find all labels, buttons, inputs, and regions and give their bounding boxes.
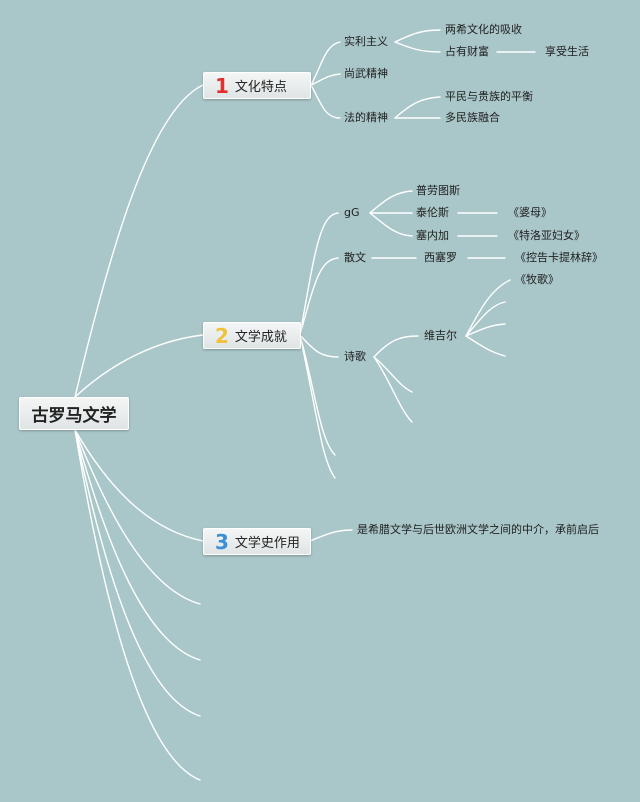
link-b2-child3 bbox=[299, 334, 339, 358]
link-root-empty-1 bbox=[74, 429, 201, 605]
link-b1-c1-g1 bbox=[394, 29, 441, 43]
link-b2-c1-g1 bbox=[369, 190, 413, 214]
link-b2-c3-g1-work bbox=[465, 279, 511, 337]
branch-number-3: 3 bbox=[215, 529, 229, 554]
link-root-empty-3 bbox=[74, 429, 201, 717]
link-b1-child2 bbox=[310, 73, 341, 86]
branch-node-achievements[interactable]: 2 文学成就 bbox=[203, 322, 301, 349]
link-b2-c1-g3 bbox=[369, 212, 413, 237]
node-work-catiline[interactable]: 《控告卡提林辞》 bbox=[515, 251, 603, 264]
node-plebeian-patrician-balance[interactable]: 平民与贵族的平衡 bbox=[445, 90, 533, 103]
node-pragmatism[interactable]: 实利主义 bbox=[344, 35, 388, 48]
node-possess-wealth[interactable]: 占有财富 bbox=[445, 45, 489, 58]
node-poetry[interactable]: 诗歌 bbox=[344, 350, 366, 363]
link-b1-c1-g2 bbox=[394, 41, 441, 53]
branch-node-culture[interactable]: 1 文化特点 bbox=[203, 72, 311, 99]
branch-number-2: 2 bbox=[215, 323, 229, 348]
link-b1-c3-g1 bbox=[394, 96, 441, 119]
node-work-hecyra[interactable]: 《婆母》 bbox=[508, 206, 552, 219]
node-enjoy-life[interactable]: 享受生活 bbox=[545, 45, 589, 58]
node-virgil[interactable]: 维吉尔 bbox=[424, 329, 457, 342]
branch-label: 文学史作用 bbox=[234, 536, 300, 551]
node-plautus[interactable]: 普劳图斯 bbox=[416, 184, 460, 197]
node-multi-ethnic-fusion[interactable]: 多民族融合 bbox=[445, 111, 500, 124]
node-seneca[interactable]: 塞内加 bbox=[416, 229, 449, 242]
branch-number-1: 1 bbox=[215, 73, 229, 98]
branch-label: 文学成就 bbox=[234, 330, 287, 345]
link-b2-empty-2 bbox=[299, 334, 336, 479]
branch-label: 文化特点 bbox=[234, 80, 287, 95]
node-cicero[interactable]: 西塞罗 bbox=[424, 251, 457, 264]
link-b2-c3-g1-empty-1 bbox=[465, 301, 506, 337]
link-b2-child1 bbox=[299, 212, 339, 336]
node-prose[interactable]: 散文 bbox=[344, 251, 366, 264]
link-root-empty-2 bbox=[74, 429, 201, 661]
link-root-empty-4 bbox=[74, 429, 201, 781]
link-b2-c3-empty-1 bbox=[373, 356, 413, 423]
link-b2-empty-1 bbox=[299, 334, 336, 456]
node-terence[interactable]: 泰伦斯 bbox=[416, 206, 449, 219]
link-b2-c3-g1-empty-3 bbox=[465, 335, 506, 357]
node-martial-spirit[interactable]: 尚武精神 bbox=[344, 67, 388, 80]
node-spirit-of-law[interactable]: 法的精神 bbox=[344, 111, 388, 124]
link-b3-child1 bbox=[309, 529, 353, 542]
link-b2-c3-g1 bbox=[373, 335, 419, 358]
link-b1-child1 bbox=[310, 41, 341, 86]
connector-lines bbox=[74, 29, 536, 781]
root-label: 古罗马文学 bbox=[31, 406, 117, 426]
root-node[interactable]: 古罗马文学 bbox=[19, 397, 129, 430]
link-b2-child2 bbox=[299, 257, 339, 336]
node-drama[interactable]: gG bbox=[344, 206, 360, 219]
link-root-branch1 bbox=[74, 84, 204, 398]
branch-node-historical-role[interactable]: 3 文学史作用 bbox=[203, 528, 311, 555]
node-work-eclogues[interactable]: 《牧歌》 bbox=[515, 273, 559, 286]
link-root-branch3 bbox=[74, 429, 204, 542]
node-work-trojan-women[interactable]: 《特洛亚妇女》 bbox=[508, 229, 585, 242]
link-b1-child3 bbox=[310, 84, 341, 119]
node-intermediary-role[interactable]: 是希腊文学与后世欧洲文学之间的中介，承前启后 bbox=[357, 523, 599, 536]
node-greek-hebrew-culture[interactable]: 两希文化的吸收 bbox=[445, 23, 522, 36]
link-root-branch2 bbox=[74, 334, 204, 398]
link-b2-c3-g1-empty-2 bbox=[465, 323, 506, 337]
link-b2-c3-empty-2 bbox=[373, 356, 413, 393]
